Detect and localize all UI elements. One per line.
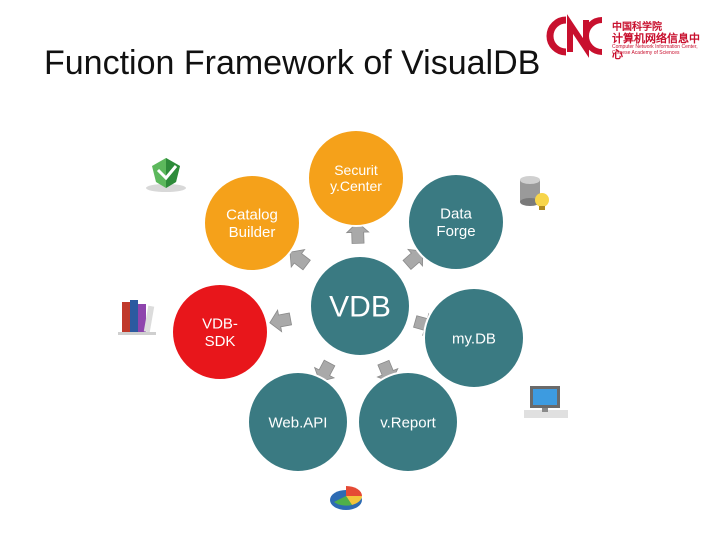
node-mydb: my.DB [423, 287, 525, 389]
node-data-forge-circle [407, 173, 505, 271]
logo-line-3: Computer Network Information Center, Chi… [612, 44, 698, 56]
node-security-center-circle [307, 129, 405, 227]
node-webapi-circle [247, 371, 349, 473]
database-icon [520, 176, 549, 210]
cnic-logo-mark [546, 14, 603, 58]
logo-line-1: 中国科学院 [612, 22, 662, 33]
nodes-group: Security.CenterDataForgemy.DBv.ReportWeb… [171, 129, 525, 473]
arrow-to-security-center [345, 221, 370, 244]
node-vdb-sdk-label: VDB- [202, 316, 238, 333]
node-catalog-builder-circle [203, 174, 301, 272]
node-catalog-builder-label: Builder [229, 224, 276, 241]
arrow-to-data-forge [402, 248, 424, 270]
node-vdb-sdk-circle [171, 283, 269, 381]
page-title: Function Framework of VisualDB [44, 44, 541, 82]
node-security-center-label: Securit [334, 162, 378, 178]
node-vdb-sdk: VDB-SDK [171, 283, 269, 381]
node-center-vdb-circle [309, 255, 411, 357]
node-security-center-label: y.Center [330, 178, 382, 194]
node-webapi: Web.API [247, 371, 349, 473]
logo-line-2: 计算机网络信息中心 [612, 33, 700, 61]
node-mydb-label: my.DB [452, 330, 496, 347]
arrow-to-catalog-builder [289, 249, 311, 271]
node-catalog-builder-label: Catalog [226, 207, 278, 224]
node-vreport-circle [357, 371, 459, 473]
cnic-logo: 中国科学院 计算机网络信息中心 Computer Network Informa… [540, 12, 710, 62]
node-vdb-sdk-label: SDK [205, 333, 236, 350]
node-vreport: v.Report [357, 371, 459, 473]
arrow-to-vdb-sdk [269, 309, 293, 333]
shield-icon [146, 158, 186, 192]
node-data-forge-label: Data [440, 206, 472, 223]
node-vreport-label: v.Report [380, 414, 436, 431]
node-center-vdb: VDB [309, 255, 411, 357]
node-webapi-label: Web.API [269, 414, 328, 431]
monitor-icon [524, 386, 568, 418]
node-data-forge-label: Forge [436, 223, 475, 240]
node-center-vdb-label: VDB [329, 291, 391, 324]
arrows-group [269, 221, 436, 383]
node-mydb-circle [423, 287, 525, 389]
books-icon [118, 300, 156, 335]
pie-chart-icon [330, 486, 362, 510]
